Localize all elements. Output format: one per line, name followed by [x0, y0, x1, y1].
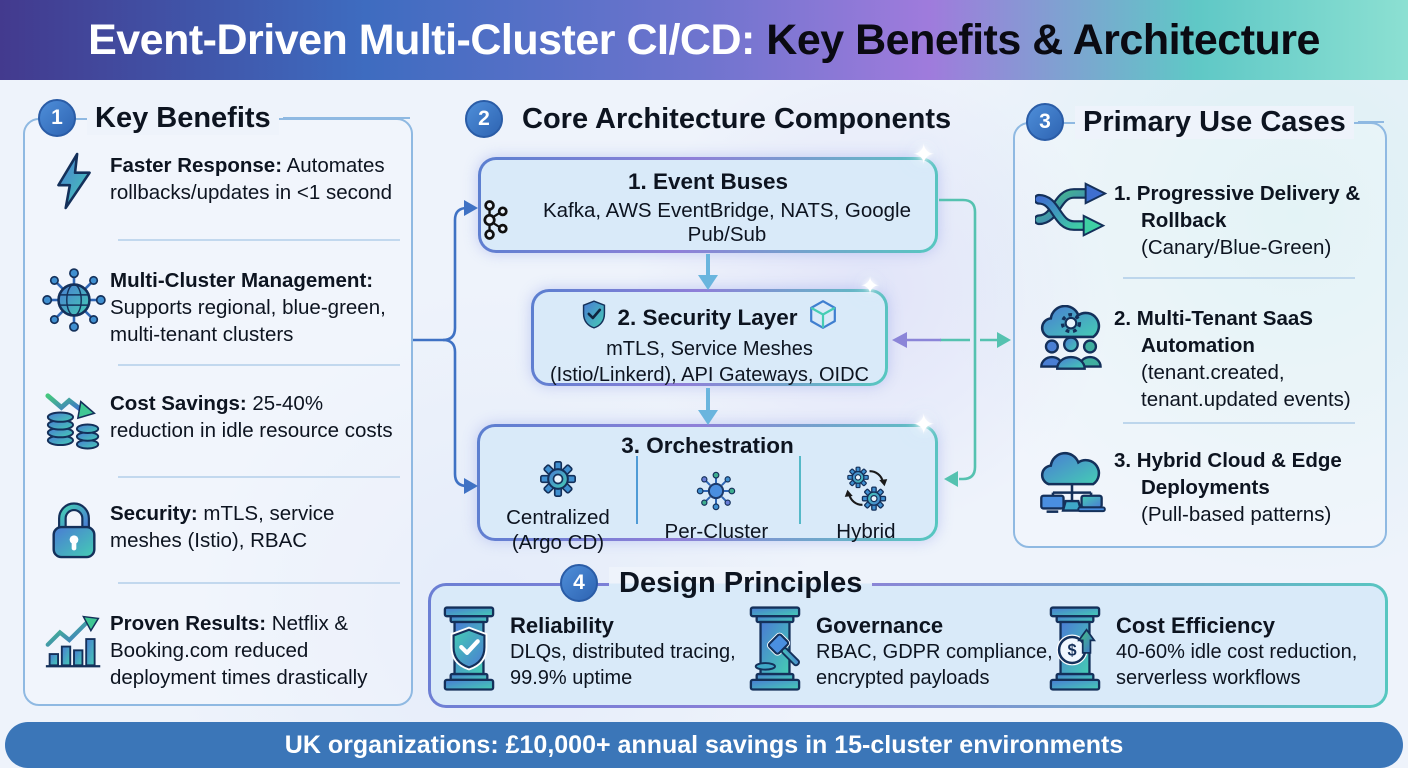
event-buses-box: 1. Event Buses Kafka, AWS EventBridge, N… [478, 157, 938, 253]
use-case-text: 2. Multi-Tenant SaaS Automation (tenant.… [1114, 307, 1351, 411]
architecture-title: Core Architecture Components [522, 102, 952, 135]
shield-check-icon [581, 300, 607, 335]
column-divider [799, 456, 801, 524]
column-divider [636, 456, 638, 524]
section-number-4: 4 [560, 564, 598, 602]
benefit-text: Multi-Cluster Management: Supports regio… [110, 269, 386, 346]
divider [118, 239, 400, 241]
orchestration-option-label: Centralized (Argo CD) [506, 506, 610, 554]
principle-item: Governance RBAC, GDPR compliance, encryp… [748, 600, 1058, 703]
security-layer-box: 2. Security Layer mTLS, Service Meshes (… [531, 289, 888, 386]
section-number-2: 2 [465, 100, 503, 138]
section-number-3: 3 [1026, 103, 1064, 141]
gears-sync-icon [843, 465, 889, 516]
gear-icon [539, 461, 576, 502]
shuffle-arrows-icon [1030, 180, 1114, 240]
security-layer-list: mTLS, Service Meshes (Istio/Linkerd), AP… [550, 338, 869, 386]
pillar-gavel-icon [748, 600, 802, 703]
benefit-text: Proven Results: Netflix & Booking.com re… [110, 612, 368, 689]
event-buses-list: Kafka, AWS EventBridge, NATS, Google Pub… [542, 199, 912, 246]
benefit-text: Faster Response: Automates rollbacks/upd… [110, 154, 393, 204]
sparkle-icon [912, 138, 935, 171]
event-buses-title: 1. Event Buses [627, 169, 789, 194]
svg-text:$: $ [1068, 642, 1077, 660]
footer-text: UK organizations: £10,000+ annual saving… [284, 730, 1124, 759]
hub-icon [696, 471, 736, 516]
divider [118, 364, 400, 366]
benefit-text: Cost Savings: 25-40% reduction in idle r… [110, 392, 393, 442]
benefit-item: Multi-Cluster Management: Supports regio… [38, 267, 398, 348]
orchestration-option: Per-Cluster [636, 461, 797, 555]
divider [1123, 277, 1355, 279]
design-principles-box [428, 583, 1388, 708]
section-number-1: 1 [38, 99, 76, 137]
principle-item: $ Cost Efficiency 40-60% idle cost reduc… [1048, 600, 1386, 703]
orchestration-option: Hybrid [797, 461, 935, 555]
cloud-edge-icon [1030, 447, 1114, 517]
divider [118, 582, 400, 584]
use-cases-title: Primary Use Cases [1075, 105, 1354, 139]
benefit-item: Cost Savings: 25-40% reduction in idle r… [38, 390, 398, 452]
lightning-icon [38, 152, 110, 210]
use-case-text: 3. Hybrid Cloud & Edge Deployments (Pull… [1114, 449, 1342, 526]
coins-down-icon [38, 390, 110, 452]
design-principles-title: Design Principles [609, 566, 873, 600]
use-case-item: 3. Hybrid Cloud & Edge Deployments (Pull… [1030, 447, 1366, 528]
orchestration-title: 3. Orchestration [621, 433, 794, 458]
pillar-shield-icon [442, 600, 496, 703]
page-title-primary: Event-Driven Multi-Cluster CI/CD: [88, 15, 767, 64]
principle-text: Governance RBAC, GDPR compliance, encryp… [816, 613, 1053, 689]
header-banner: Event-Driven Multi-Cluster CI/CD: Key Be… [0, 0, 1408, 80]
orchestration-option-label: Per-Cluster [664, 520, 769, 543]
principle-text: Reliability DLQs, distributed tracing, 9… [510, 613, 736, 689]
cloud-tenants-icon [1030, 305, 1114, 371]
benefit-item: Proven Results: Netflix & Booking.com re… [38, 610, 398, 691]
page-title-secondary: Key Benefits & Architecture [766, 15, 1320, 64]
orchestration-option: Centralized (Argo CD) [480, 461, 636, 555]
sparkle-icon [912, 408, 935, 441]
security-layer-title: 2. Security Layer [617, 304, 798, 330]
use-case-text: 1. Progressive Delivery & Rollback (Cana… [1114, 182, 1361, 259]
padlock-icon [38, 500, 110, 560]
principle-text: Cost Efficiency 40-60% idle cost reducti… [1116, 613, 1358, 689]
heading-rule [282, 117, 410, 119]
sparkle-icon [860, 272, 880, 301]
benefit-item: Faster Response: Automates rollbacks/upd… [38, 152, 398, 210]
benefit-text: Security: mTLS, service meshes (Istio), … [110, 502, 335, 552]
footer-banner: UK organizations: £10,000+ annual saving… [5, 722, 1403, 768]
divider [118, 476, 400, 478]
orchestration-box: 3. Orchestration Centralized [477, 424, 938, 554]
use-case-item: 2. Multi-Tenant SaaS Automation (tenant.… [1030, 305, 1366, 413]
globe-network-icon [38, 267, 110, 333]
use-case-item: 1. Progressive Delivery & Rollback (Cana… [1030, 180, 1366, 261]
principle-item: Reliability DLQs, distributed tracing, 9… [442, 600, 766, 703]
divider [1123, 422, 1355, 424]
heading-rule [1357, 121, 1384, 123]
cube-icon [808, 299, 838, 336]
key-benefits-title: Key Benefits [87, 101, 279, 135]
kafka-icon [481, 200, 509, 246]
orchestration-option-label: Hybrid [836, 520, 896, 543]
pillar-dollar-icon: $ [1048, 600, 1102, 703]
benefit-item: Security: mTLS, service meshes (Istio), … [38, 500, 398, 560]
growth-chart-icon [38, 610, 110, 670]
